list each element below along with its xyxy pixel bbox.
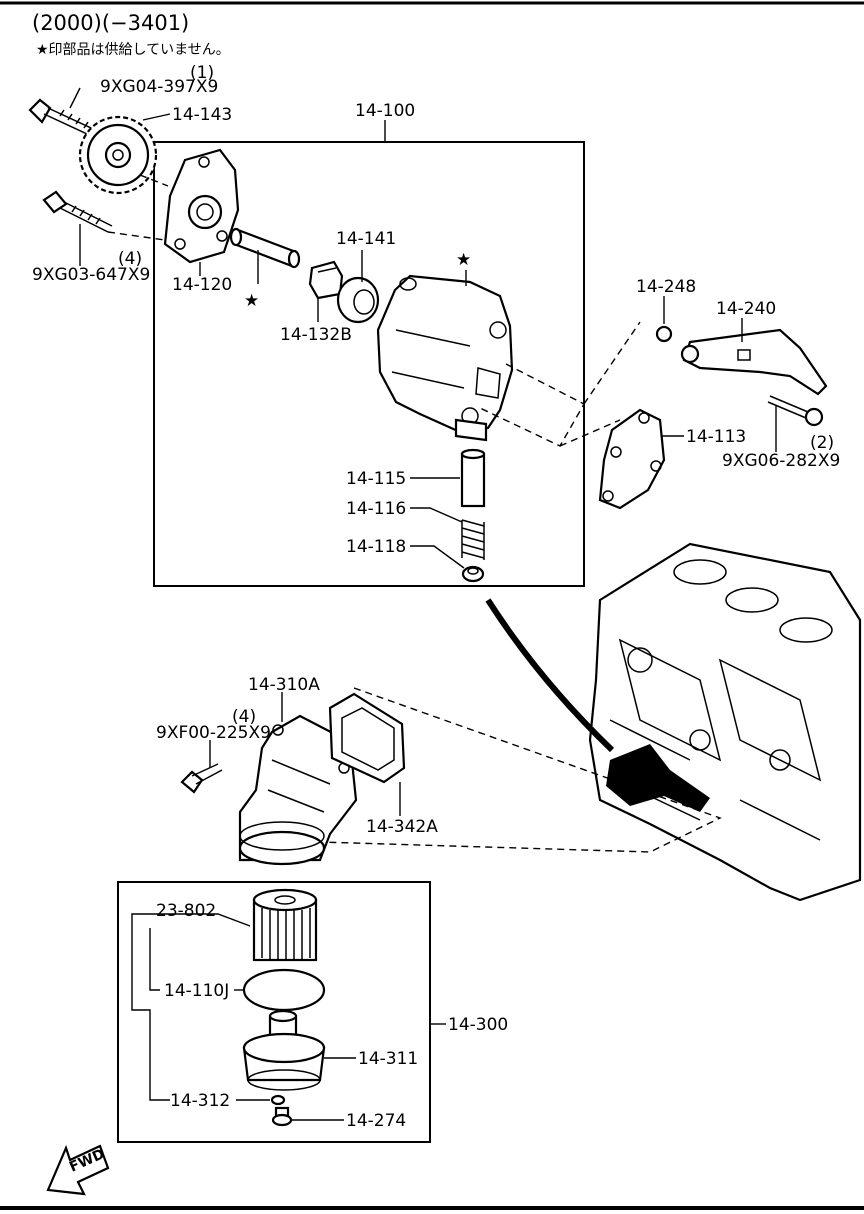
solenoid-14-240[interactable]: [680, 328, 828, 396]
bolt-9xg03[interactable]: [42, 190, 113, 233]
qty-4b: (4): [232, 707, 256, 727]
engine-block: [588, 542, 862, 902]
o-ring-14-110j[interactable]: [242, 968, 326, 1012]
plunger-14-115[interactable]: [460, 448, 486, 508]
label-9xg03-647x9[interactable]: 9XG03-647X9: [32, 265, 150, 285]
label-14-120[interactable]: 14-120: [172, 275, 232, 295]
drain-plug-14-274[interactable]: [271, 1106, 293, 1127]
label-14-132b[interactable]: 14-132B: [280, 325, 352, 345]
fwd-arrow-icon: [46, 1144, 110, 1196]
sprocket-14-143[interactable]: [78, 115, 158, 195]
filter-element-23-802[interactable]: [252, 888, 318, 962]
label-14-240[interactable]: 14-240: [716, 299, 776, 319]
label-14-274[interactable]: 14-274: [346, 1111, 406, 1131]
label-14-248[interactable]: 14-248: [636, 277, 696, 297]
leader-14-143: [142, 113, 171, 121]
dash-left: [107, 174, 169, 241]
bracket-inner: [149, 928, 160, 991]
cover-14-120[interactable]: [163, 148, 240, 264]
qty-4a: (4): [118, 249, 142, 269]
label-14-312[interactable]: 14-312: [170, 1091, 230, 1111]
bolt-9xg06[interactable]: [767, 395, 824, 427]
header-range: (2000)(−3401): [32, 11, 189, 35]
label-14-310a[interactable]: 14-310A: [248, 675, 320, 695]
dash-pump-right: [479, 363, 585, 447]
filter-assembly-box: [117, 881, 431, 1143]
bolt-9xf00[interactable]: [180, 763, 223, 794]
oil-pump-box: [153, 141, 585, 587]
dash-filter-body: [319, 687, 722, 853]
bracket-left: [131, 913, 170, 1101]
label-14-113[interactable]: 14-113: [686, 427, 746, 447]
filter-cap-14-311[interactable]: [242, 1009, 326, 1091]
dash-to-right: [559, 321, 641, 447]
label-14-311[interactable]: 14-311: [358, 1049, 418, 1069]
gasket-14-113[interactable]: [598, 408, 666, 510]
o-ring-14-312[interactable]: [270, 1094, 286, 1106]
label-14-118[interactable]: 14-118: [346, 537, 406, 557]
label-14-342a[interactable]: 14-342A: [366, 817, 438, 837]
leader-14-116: [410, 507, 463, 523]
label-14-143[interactable]: 14-143: [172, 105, 232, 125]
label-14-110j[interactable]: 14-110J: [164, 981, 229, 1001]
leader-bolt-1: [69, 87, 81, 109]
star-shaft: ★: [244, 291, 259, 311]
rotor-14-141[interactable]: [336, 276, 380, 324]
star-body: ★: [456, 250, 471, 270]
pump-body[interactable]: [376, 274, 514, 442]
label-9xg04-397x9[interactable]: 9XG04-397X9: [100, 77, 218, 97]
label-14-115[interactable]: 14-115: [346, 469, 406, 489]
qty-2: (2): [810, 433, 834, 453]
label-14-300[interactable]: 14-300: [448, 1015, 508, 1035]
label-14-141[interactable]: 14-141: [336, 229, 396, 249]
ring-14-248[interactable]: [655, 325, 673, 343]
label-14-100[interactable]: 14-100: [355, 101, 415, 121]
header-note: ★印部品は供給していません。: [36, 42, 230, 58]
gasket-14-342a[interactable]: [328, 692, 406, 784]
label-9xg06-282x9[interactable]: 9XG06-282X9: [722, 451, 840, 471]
label-23-802[interactable]: 23-802: [156, 901, 216, 921]
location-pointer: [485, 598, 615, 753]
label-9xf00-225x9[interactable]: 9XF00-225X9: [156, 723, 271, 743]
plug-14-118[interactable]: [461, 565, 485, 583]
spring-14-116[interactable]: [461, 519, 485, 560]
qty-1: (1): [190, 63, 214, 83]
pump-shaft[interactable]: [229, 227, 301, 269]
label-14-116[interactable]: 14-116: [346, 499, 406, 519]
rotor-14-132b[interactable]: [308, 260, 344, 300]
leader-14-118: [410, 545, 465, 569]
filter-body-14-310a[interactable]: [238, 714, 358, 866]
leader-23-802: [148, 913, 251, 927]
